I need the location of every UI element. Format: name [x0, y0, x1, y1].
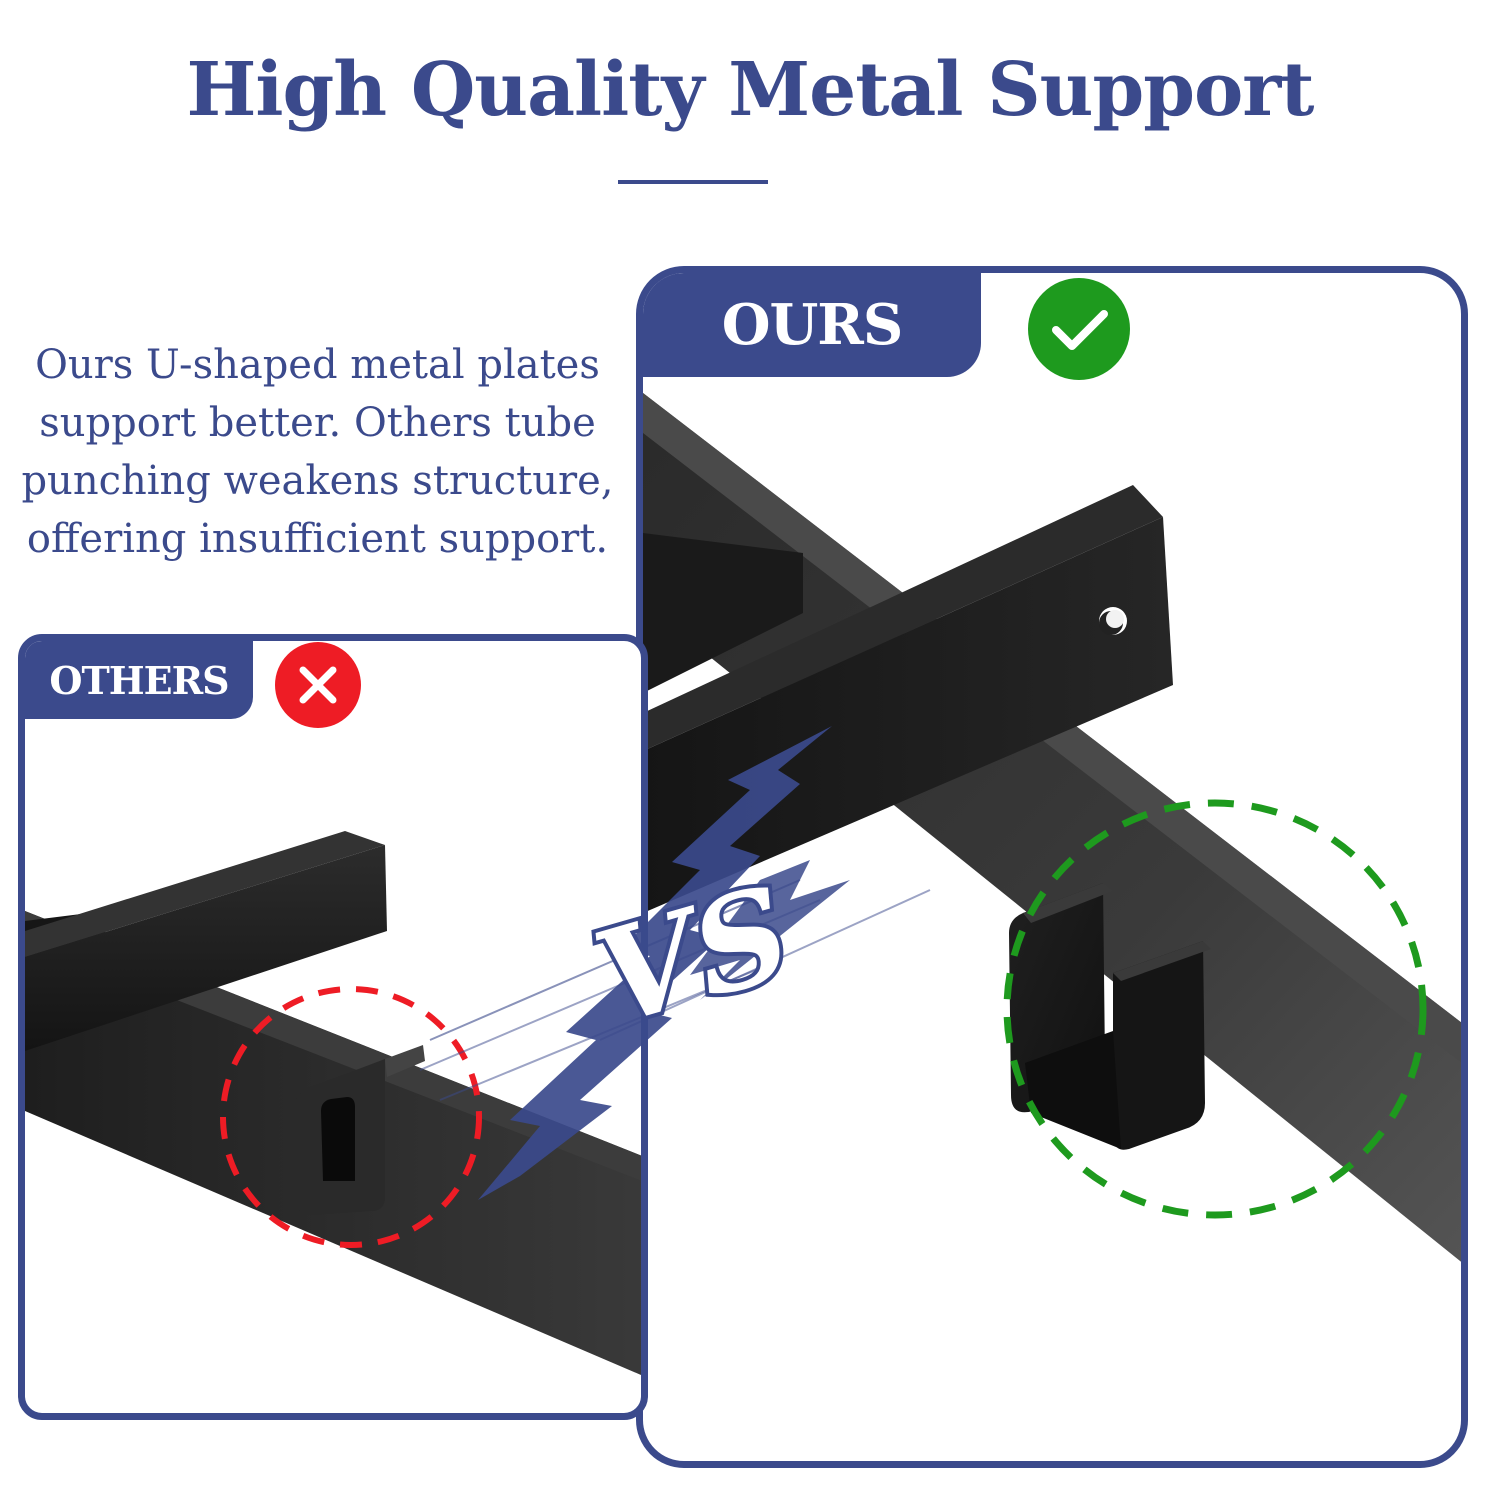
ours-label-tab: OURS	[643, 273, 981, 377]
ours-crossbar	[643, 485, 1163, 751]
title-divider	[618, 180, 768, 184]
description-text: Ours U-shaped metal plates support bette…	[10, 336, 625, 568]
others-punched-slot	[294, 1045, 425, 1215]
description-line-2: support better. Others tube	[39, 400, 596, 446]
description-line-3: punching weakens structure,	[21, 458, 614, 504]
others-crossbar	[25, 831, 385, 957]
ours-frame-illustration	[643, 393, 1461, 1262]
ours-panel: OURS	[636, 266, 1468, 1468]
ours-u-plate	[1009, 883, 1211, 1150]
cross-icon	[275, 642, 361, 728]
ours-highlight-circle	[1003, 799, 1427, 1219]
check-icon	[1028, 278, 1130, 380]
description-line-1: Ours U-shaped metal plates	[35, 342, 600, 388]
description-line-4: offering insufficient support.	[26, 516, 609, 562]
ours-main-beam	[643, 393, 1461, 1262]
others-frame-illustration	[25, 831, 641, 1375]
others-label-tab: OTHERS	[25, 641, 253, 719]
others-panel: OTHERS	[18, 634, 648, 1420]
page-title: High Quality Metal Support	[186, 47, 1315, 133]
